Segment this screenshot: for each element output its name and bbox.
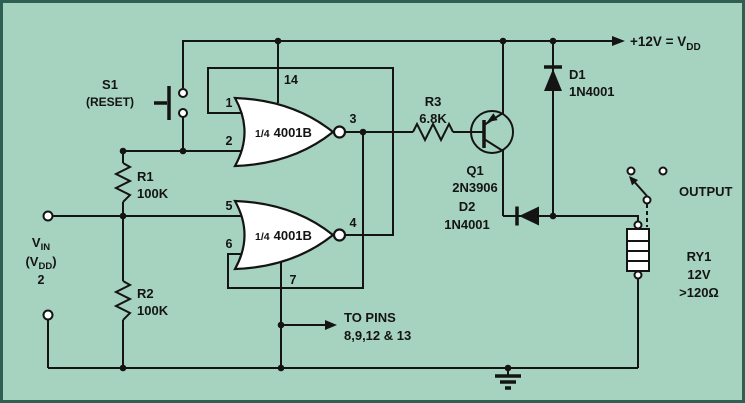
- ground-bars: [495, 374, 521, 390]
- vin-divisor-label: 2: [38, 273, 45, 287]
- gate1-bubble: [332, 125, 347, 139]
- pin6-label: 6: [226, 237, 233, 251]
- r2-label: R2: [137, 286, 154, 301]
- junction-dot: [119, 364, 127, 372]
- s1-actuator-icon: [154, 86, 171, 120]
- pin5-label: 5: [226, 199, 233, 213]
- junction-dot: [359, 128, 367, 136]
- junction-dot: [277, 321, 285, 329]
- contact-common: [642, 195, 652, 205]
- to-pins-label-2: 8,9,12 & 13: [344, 328, 411, 343]
- vin-terminals: [42, 210, 54, 321]
- supply-label: +12V = VDD: [630, 34, 701, 53]
- vin-terminal-bottom: [42, 309, 54, 321]
- pin14-label: 14: [284, 73, 298, 87]
- s1-reset-label: (RESET): [86, 95, 134, 109]
- contact-throw-2: [658, 166, 668, 176]
- ry1-coil-lines: [627, 240, 649, 262]
- ry1-resistance: >120Ω: [679, 285, 719, 300]
- gate2-body: [233, 199, 335, 271]
- to-pins-label-1: TO PINS: [344, 310, 396, 325]
- resistor-r1-zigzag: [113, 162, 133, 203]
- junction-dot: [549, 212, 557, 220]
- to-pins-arrow-icon: [325, 320, 337, 330]
- r3-label: R3: [425, 94, 442, 109]
- nor-gate-2: [233, 199, 347, 271]
- junction-dot: [549, 37, 557, 45]
- vin-terminal-top: [42, 210, 54, 222]
- s1-label: S1: [102, 77, 118, 92]
- background: [3, 3, 742, 400]
- nor-gate-1: [233, 96, 347, 168]
- pin1-label: 1: [226, 96, 233, 110]
- junction-dot: [499, 37, 507, 45]
- wire-net: [47, 40, 639, 369]
- contact-throw-1: [626, 166, 636, 176]
- d2-label: D2: [459, 199, 476, 214]
- junction-dot: [119, 147, 127, 155]
- contact-lever-arrow-icon: [629, 176, 638, 186]
- r2-value: 100K: [137, 303, 169, 318]
- relay-ry1: [626, 204, 650, 280]
- r1-value: 100K: [137, 186, 169, 201]
- junction-dot: [119, 212, 127, 220]
- pin3-label: 3: [350, 112, 357, 126]
- s1-switch: [154, 86, 188, 120]
- pin2-label: 2: [226, 134, 233, 148]
- gate1-body: [233, 96, 335, 168]
- pin4-label: 4: [350, 216, 357, 230]
- vin-vdd-label: (VDD): [25, 254, 56, 272]
- resistor-r3-zigzag: [412, 121, 454, 143]
- resistor-r2-zigzag: [113, 280, 133, 321]
- d1-triangle: [544, 69, 562, 91]
- diode-d2: [515, 206, 539, 226]
- r1-label: R1: [137, 169, 154, 184]
- s1-contact-bottom: [178, 108, 188, 118]
- junction-dot: [277, 364, 285, 372]
- junction-dots: [119, 37, 557, 372]
- r3-value: 6.8K: [419, 111, 447, 126]
- d1-value: 1N4001: [569, 84, 615, 99]
- junction-dot: [504, 364, 512, 372]
- output-contacts: [626, 166, 668, 205]
- labels: +12V = VDD S1 (RESET) 14 1 2 3 4 5 6 7 1…: [25, 34, 732, 343]
- junction-dot: [274, 37, 282, 45]
- ry1-terminal-bottom: [633, 270, 643, 280]
- s1-contact-top: [178, 88, 188, 98]
- wires: [47, 36, 639, 369]
- q1-emitter-arrow-icon: [487, 113, 498, 122]
- pin7-label: 7: [290, 273, 297, 287]
- q1-value: 2N3906: [452, 180, 498, 195]
- gate2-bubble: [332, 228, 347, 242]
- diode-d1: [544, 65, 562, 91]
- vin-label: VIN: [32, 235, 50, 253]
- q1-label: Q1: [466, 163, 483, 178]
- ry1-label: RY1: [687, 249, 712, 264]
- d2-triangle: [519, 206, 539, 226]
- output-label: OUTPUT: [679, 184, 733, 199]
- ground-icon: [495, 368, 521, 390]
- ry1-voltage: 12V: [687, 267, 710, 282]
- junction-dot: [179, 147, 187, 155]
- ry1-terminal-top: [633, 220, 643, 230]
- d2-value: 1N4001: [444, 217, 490, 232]
- supply-arrow-icon: [612, 36, 625, 46]
- circuit-diagram: +12V = VDD S1 (RESET) 14 1 2 3 4 5 6 7 1…: [3, 3, 742, 400]
- transistor-q1: [458, 110, 514, 154]
- q1-collector: [483, 138, 504, 152]
- d1-label: D1: [569, 67, 586, 82]
